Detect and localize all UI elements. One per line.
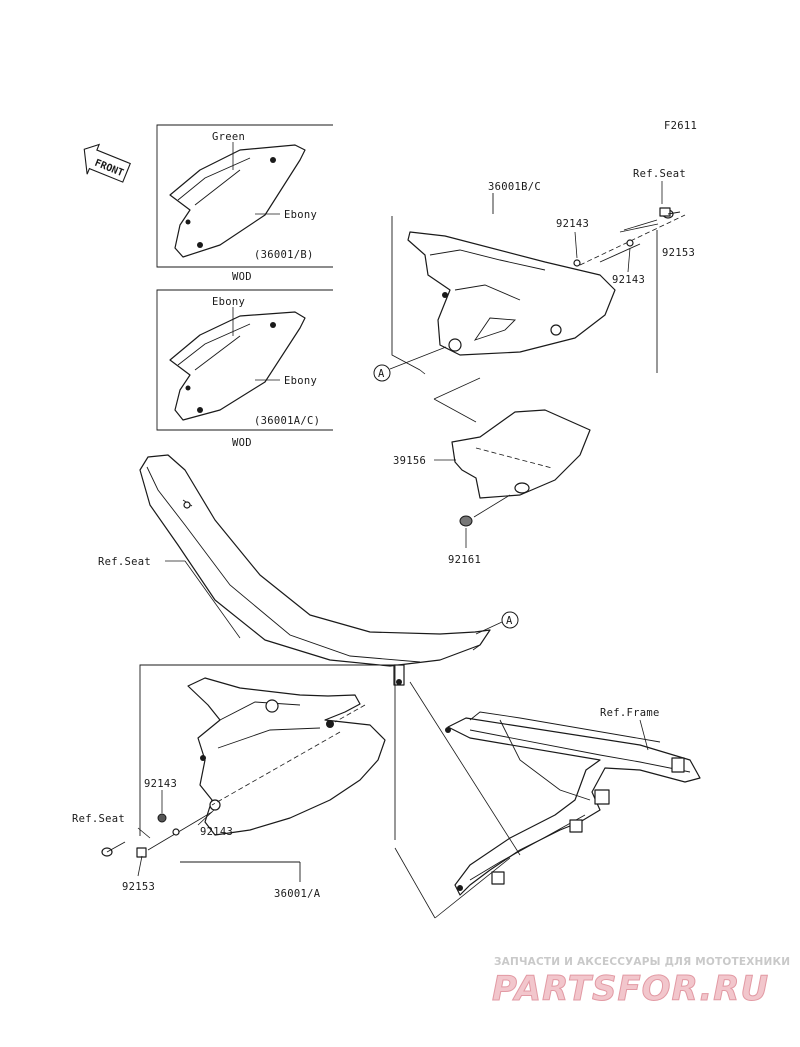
pad-39156-icon bbox=[451, 409, 591, 499]
side-cover-ac-icon bbox=[169, 311, 306, 421]
grommet-92161-icon bbox=[459, 515, 473, 527]
callout-green: Green bbox=[212, 131, 245, 143]
p92143-b: 92143 bbox=[612, 274, 645, 286]
variant-ac-box: Ebony Ebony (36001A/C) WOD bbox=[156, 289, 333, 449]
front-arrow-icon: FRONT bbox=[83, 143, 131, 183]
p92143-d: 92143 bbox=[200, 826, 233, 838]
ref-seat-main: Ref.Seat bbox=[98, 556, 151, 568]
ref-circle-a-top: A bbox=[373, 364, 391, 382]
p92153-low: 92153 bbox=[122, 881, 155, 893]
seat-icon bbox=[139, 454, 491, 667]
ref-frame: Ref.Frame bbox=[600, 707, 660, 719]
variant-b-color: WOD bbox=[232, 271, 252, 283]
variant-ac-code: (36001A/C) bbox=[254, 415, 320, 427]
ref-seat-top: Ref.Seat bbox=[633, 168, 686, 180]
side-cover-a-assembly: 92143 92143 Ref.Seat 92153 36001/A bbox=[72, 664, 396, 900]
svg-text:A: A bbox=[506, 615, 513, 627]
p92161: 92161 bbox=[448, 554, 481, 566]
side-cover-bc-icon bbox=[407, 231, 616, 356]
callout-ebony-top: Ebony bbox=[284, 209, 317, 221]
callout-ebony-mid: Ebony bbox=[212, 296, 245, 308]
side-cover-b-icon bbox=[169, 144, 306, 258]
side-cover-bc-assembly: 36001B/C Ref.Seat 92153 92143 92143 bbox=[389, 168, 695, 373]
washer-92143-icon bbox=[157, 813, 167, 823]
side-cover-a-icon bbox=[187, 677, 386, 836]
variant-b-box: Green Ebony (36001/B) WOD bbox=[156, 124, 333, 283]
watermark-brand: PARTSFOR.RU bbox=[492, 969, 769, 1009]
svg-text:A: A bbox=[378, 368, 385, 380]
watermark: ЗАПЧАСТИ И АКСЕССУАРЫ ДЛЯ МОТОТЕХНИКИ PA… bbox=[492, 956, 791, 1010]
watermark-subtitle: ЗАПЧАСТИ И АКСЕССУАРЫ ДЛЯ МОТОТЕХНИКИ bbox=[494, 956, 790, 968]
seat-assembly: Ref.Seat bbox=[98, 454, 503, 686]
part-36001bc: 36001B/C bbox=[488, 181, 541, 193]
p92153-top: 92153 bbox=[662, 247, 695, 259]
variant-ac-color: WOD bbox=[232, 437, 252, 449]
p39156: 39156 bbox=[393, 455, 426, 467]
p92143-c: 92143 bbox=[144, 778, 177, 790]
bolt-92153-low-icon bbox=[101, 841, 147, 858]
pad-39156: 39156 92161 bbox=[393, 409, 591, 566]
part-36001a: 36001/A bbox=[274, 888, 321, 900]
variant-b-code: (36001/B) bbox=[254, 249, 314, 261]
figure-code: F2611 bbox=[664, 120, 697, 132]
callout-ebony-low: Ebony bbox=[284, 375, 317, 387]
ref-seat-low: Ref.Seat bbox=[72, 813, 125, 825]
p92143-a: 92143 bbox=[556, 218, 589, 230]
frame-icon bbox=[447, 717, 701, 896]
ref-circle-a-seat: A bbox=[501, 611, 519, 629]
bolt-92153-icon bbox=[659, 207, 681, 219]
frame-assembly: Ref.Frame bbox=[394, 681, 701, 919]
